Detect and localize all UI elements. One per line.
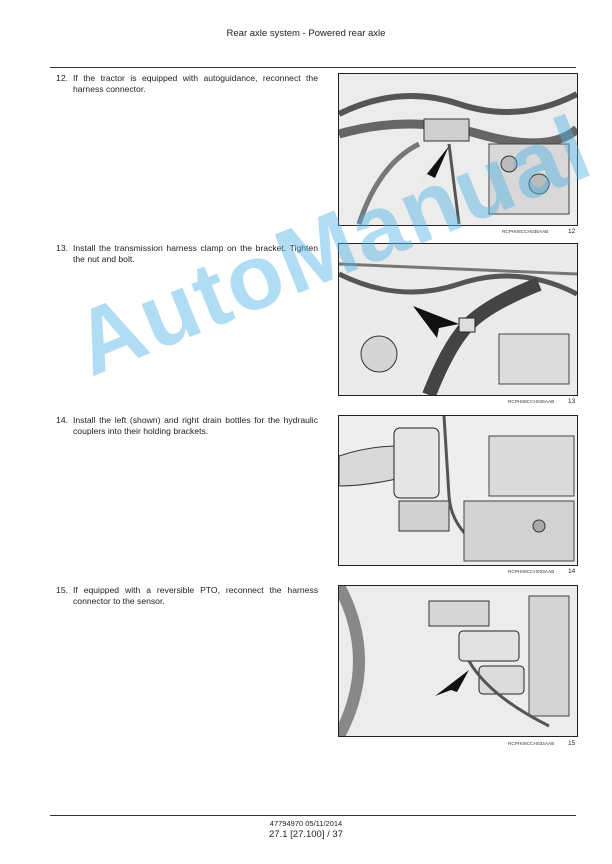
figure-14-photo	[338, 415, 578, 566]
figure-code: RCPH08CCH036AAB	[508, 399, 555, 404]
figure-number: 12	[568, 228, 576, 235]
header-divider	[50, 67, 576, 68]
figure-number: 14	[568, 568, 576, 575]
pointer-arrow-icon	[419, 146, 449, 184]
step-instruction: If equipped with a reversible PTO, recon…	[73, 585, 318, 607]
figure-12-photo	[338, 73, 578, 226]
figure-number: 15	[568, 740, 576, 747]
figure-15-photo	[338, 585, 578, 737]
step-number: 15.	[56, 585, 68, 595]
figure-13-photo	[338, 243, 578, 396]
footer-doc-ref: 47794970 05/11/2014	[269, 819, 343, 828]
step-instruction: Install the left (shown) and right drain…	[73, 415, 318, 437]
figure-number: 13	[568, 398, 576, 405]
page-header-title: Rear axle system - Powered rear axle	[226, 28, 386, 39]
pointer-arrow-icon	[413, 306, 459, 338]
figure-code: RCPH08CCH033AAB	[508, 569, 555, 574]
step-instruction: Install the transmission harness clamp o…	[73, 243, 318, 265]
step-number: 13.	[56, 243, 68, 253]
footer-page-ref: 27.1 [27.100] / 37	[269, 829, 343, 840]
figure-code: RCPH08CCH035AAB	[502, 229, 549, 234]
pointer-arrow-icon	[435, 670, 469, 696]
step-number: 14.	[56, 415, 68, 425]
step-number: 12.	[56, 73, 68, 83]
figure-code: RCPH08CCH034AAB	[508, 741, 555, 746]
step-instruction: If the tractor is equipped with autoguid…	[73, 73, 318, 95]
footer-divider	[50, 815, 576, 816]
